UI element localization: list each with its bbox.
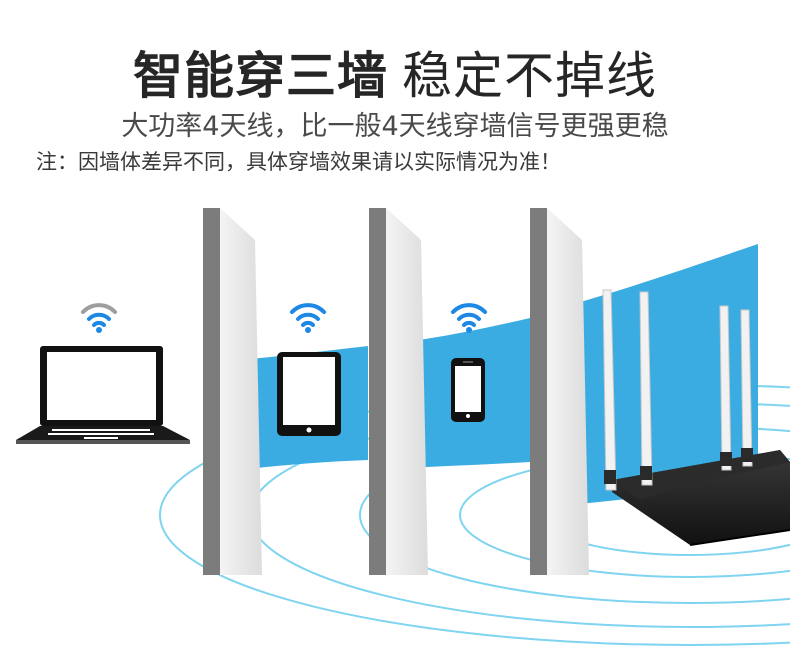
smartphone-icon <box>451 358 485 422</box>
wall-1 <box>203 208 262 575</box>
headline: 智能穿三墙稳定不掉线 <box>0 36 790 108</box>
wall-3 <box>530 208 589 575</box>
wall-2 <box>369 208 428 575</box>
subheadline: 大功率4天线，比一般4天线穿墙信号更强更稳 <box>121 111 669 142</box>
wifi-icon <box>451 303 487 333</box>
router-antennas <box>602 289 753 491</box>
headline-light: 稳定不掉线 <box>402 47 657 105</box>
disclaimer-note: 注：因墙体差异不同，具体穿墙效果请以实际情况为准！ <box>36 150 561 174</box>
router-icon <box>602 289 790 546</box>
signal-band-router <box>570 244 758 505</box>
wifi-icon <box>290 303 326 333</box>
tablet-icon <box>277 352 341 436</box>
headline-bold: 智能穿三墙 <box>133 47 388 105</box>
wifi-icon <box>81 303 117 333</box>
laptop-icon <box>16 346 190 444</box>
